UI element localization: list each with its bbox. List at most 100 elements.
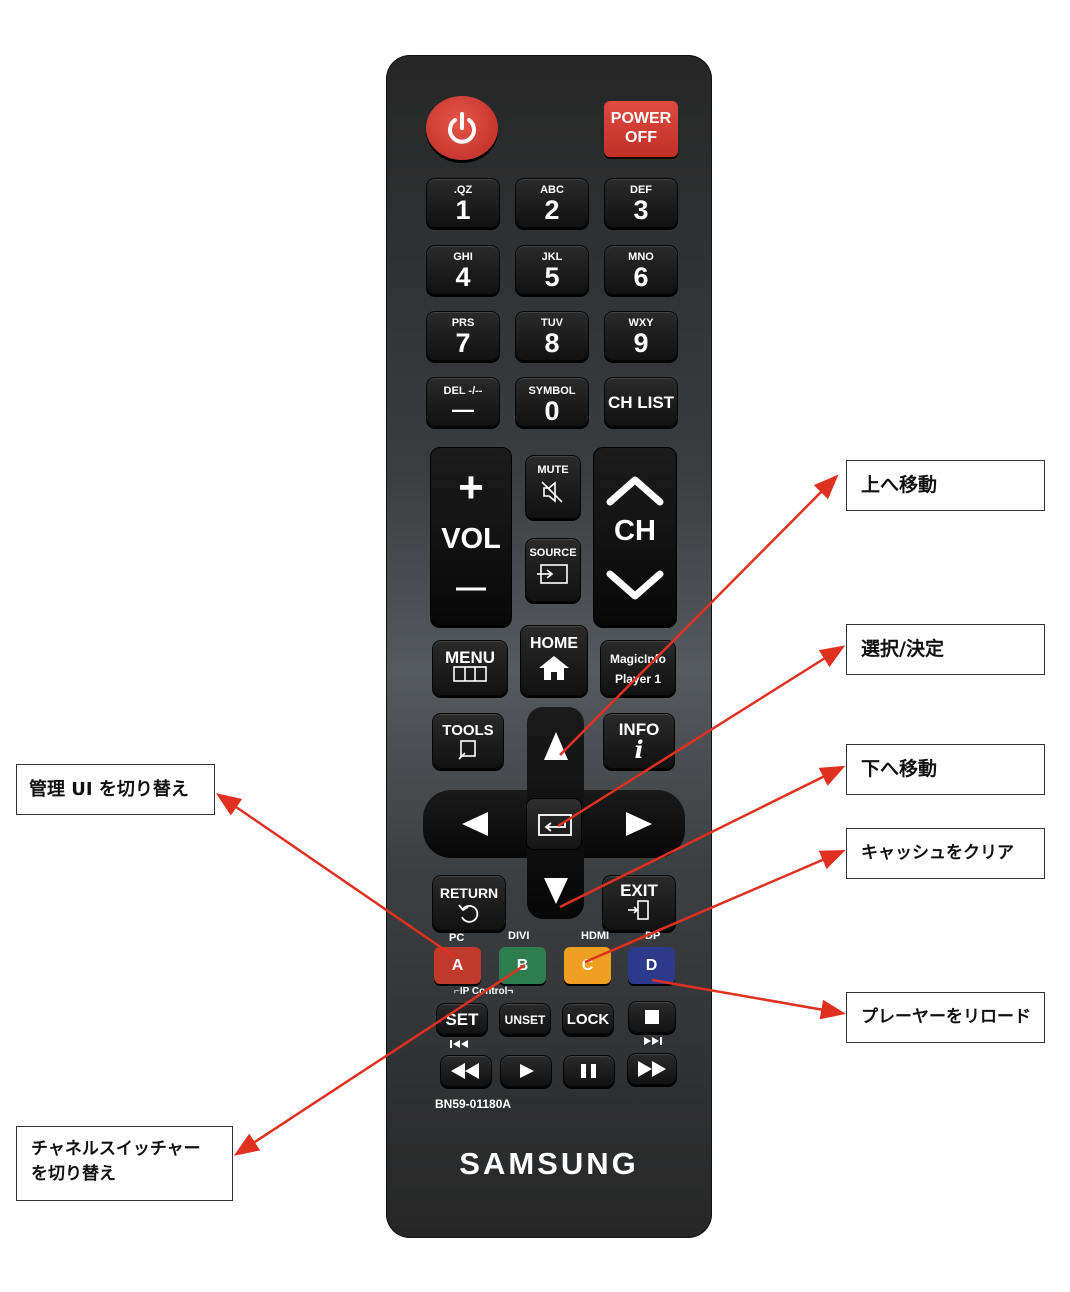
menu-button[interactable]: MENU: [432, 640, 508, 696]
skip-back-icon: [450, 1040, 468, 1048]
color-key-a[interactable]: A: [434, 947, 481, 984]
callout-channel-line-2: を切り替え: [31, 1164, 116, 1184]
menu-icon: [453, 666, 487, 682]
callout-select: 選択/決定: [846, 624, 1045, 675]
dpad-right-button[interactable]: [606, 800, 666, 848]
volume-up-icon[interactable]: +: [458, 463, 484, 512]
brand-logo: SAMSUNG: [459, 1146, 639, 1181]
rewind-icon: [451, 1063, 479, 1079]
key-digit: 6: [633, 262, 649, 292]
unset-button[interactable]: UNSET: [499, 1003, 551, 1035]
source-button[interactable]: SOURCE: [525, 538, 581, 602]
channel-up-icon[interactable]: [594, 466, 676, 516]
key-letters: GHI: [453, 251, 473, 263]
info-button[interactable]: INFO i: [603, 713, 675, 769]
mute-button[interactable]: MUTE: [525, 455, 581, 519]
exit-button[interactable]: EXIT: [602, 875, 676, 931]
key-digit: 8: [544, 328, 560, 358]
source-icon: [537, 564, 568, 584]
power-button[interactable]: [426, 96, 498, 160]
key-letters: MNO: [628, 251, 654, 263]
channel-rocker[interactable]: CH: [593, 447, 677, 626]
return-label: RETURN: [439, 885, 499, 901]
del-button[interactable]: DEL -/--—: [426, 377, 500, 427]
volume-label: VOL: [441, 523, 501, 555]
fast-forward-icon: [638, 1061, 666, 1077]
exit-icon: [628, 900, 649, 920]
color-label-pc: PC: [449, 932, 465, 944]
info-icon: i: [634, 735, 644, 764]
exit-label: EXIT: [620, 881, 658, 900]
del-label: DEL -/--: [443, 385, 483, 397]
magicinfo-label-1: MagicInfo: [610, 652, 666, 666]
play-button[interactable]: [500, 1055, 552, 1087]
dpad-down-button[interactable]: [530, 858, 582, 914]
ch-list-button[interactable]: CH LIST: [604, 377, 678, 427]
power-icon: [448, 112, 476, 144]
arrow-up-icon: [544, 732, 568, 760]
symbol-label: SYMBOL: [528, 385, 576, 397]
menu-label: MENU: [444, 648, 496, 667]
rewind-button[interactable]: [440, 1055, 492, 1087]
play-icon: [520, 1064, 534, 1078]
pause-button[interactable]: [563, 1055, 615, 1087]
key-digit: 3: [633, 195, 649, 225]
skip-forward-icon: [644, 1037, 662, 1045]
return-icon: [458, 904, 479, 923]
mute-icon: [541, 481, 563, 503]
key-digit: 1: [455, 195, 471, 225]
callout-toggle-admin-ui: 管理 UI を切り替え: [16, 764, 215, 815]
lock-button[interactable]: LOCK: [562, 1003, 614, 1035]
dpad-up-button[interactable]: [530, 712, 582, 768]
color-key-b[interactable]: B: [499, 947, 546, 984]
color-label-divi: DIVI: [508, 930, 530, 942]
key-letters: .QZ: [453, 184, 473, 196]
home-icon: [539, 656, 569, 680]
enter-icon: [538, 814, 572, 836]
callout-reload-player: プレーヤーをリロード: [846, 992, 1045, 1043]
ip-control-label: ⌐IP Control¬: [454, 986, 514, 997]
fast-forward-button[interactable]: [627, 1053, 677, 1085]
dpad-left-button[interactable]: [446, 800, 506, 848]
stop-icon: [645, 1010, 659, 1024]
key-digit: 9: [633, 328, 649, 358]
tools-icon: [458, 740, 476, 760]
key-digit: 0: [544, 396, 560, 426]
tools-button[interactable]: TOOLS: [432, 713, 504, 769]
key-letters: WXY: [628, 317, 654, 329]
magicinfo-button[interactable]: MagicInfo Player 1: [600, 640, 676, 696]
home-button[interactable]: HOME: [520, 625, 588, 696]
return-button[interactable]: RETURN: [432, 875, 506, 931]
volume-rocker[interactable]: + VOL —: [430, 447, 512, 626]
channel-label: CH: [614, 515, 656, 547]
key-digit: 2: [544, 195, 560, 225]
del-symbol: —: [452, 397, 474, 422]
color-key-c[interactable]: C: [564, 947, 611, 984]
key-digit: 5: [544, 262, 560, 292]
key-letters: PRS: [451, 317, 475, 329]
channel-down-icon[interactable]: [594, 560, 676, 610]
source-label: SOURCE: [529, 547, 577, 559]
volume-down-icon[interactable]: —: [456, 571, 486, 604]
color-key-d[interactable]: D: [628, 947, 675, 984]
power-off-label-1: POWER: [610, 110, 672, 127]
model-number: BN59-01180A: [435, 1097, 512, 1111]
callout-toggle-channel-switcher: チャネルスイッチャー を切り替え: [16, 1126, 233, 1201]
power-off-button[interactable]: POWER OFF: [604, 101, 678, 157]
key-digit: 4: [455, 262, 471, 292]
dpad-ok-button[interactable]: [526, 798, 582, 850]
key-letters: JKL: [541, 251, 563, 263]
set-button[interactable]: SET: [436, 1003, 488, 1035]
stop-button[interactable]: [628, 1001, 676, 1033]
key-letters: DEF: [630, 184, 652, 196]
